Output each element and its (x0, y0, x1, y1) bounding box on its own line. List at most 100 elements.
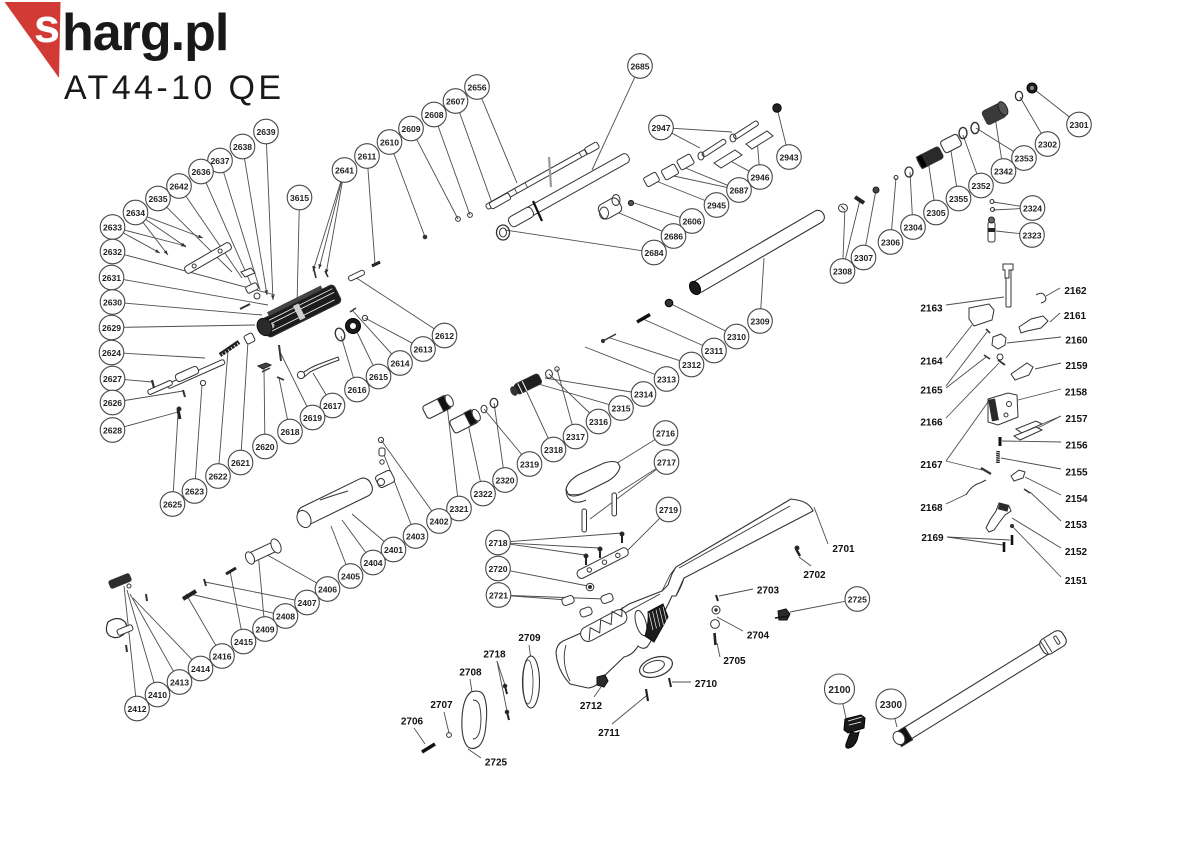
svg-text:2612: 2612 (435, 331, 454, 341)
svg-text:2306: 2306 (881, 238, 900, 248)
svg-text:2301: 2301 (1069, 120, 1088, 130)
svg-text:2709: 2709 (518, 633, 541, 644)
svg-text:2634: 2634 (126, 208, 145, 218)
svg-text:harg.pl: harg.pl (62, 4, 228, 62)
svg-text:2353: 2353 (1014, 154, 1033, 164)
svg-text:2100: 2100 (828, 685, 851, 696)
svg-text:2702: 2702 (803, 570, 826, 581)
svg-text:2635: 2635 (148, 194, 167, 204)
svg-text:2157: 2157 (1065, 414, 1088, 425)
svg-text:2300: 2300 (880, 700, 903, 711)
svg-text:2315: 2315 (611, 404, 630, 414)
svg-text:2310: 2310 (727, 332, 746, 342)
svg-text:2616: 2616 (347, 385, 366, 395)
svg-text:2701: 2701 (832, 544, 855, 555)
svg-text:2160: 2160 (1065, 335, 1088, 346)
svg-text:2618: 2618 (280, 427, 299, 437)
svg-text:2409: 2409 (255, 625, 274, 635)
svg-text:2707: 2707 (430, 700, 453, 711)
svg-text:2355: 2355 (949, 194, 968, 204)
svg-text:2322: 2322 (473, 489, 492, 499)
svg-text:2639: 2639 (256, 127, 275, 137)
svg-text:2642: 2642 (169, 182, 188, 192)
svg-text:2162: 2162 (1064, 286, 1087, 297)
svg-text:2401: 2401 (384, 545, 403, 555)
svg-text:2619: 2619 (303, 413, 322, 423)
svg-text:2413: 2413 (170, 678, 189, 688)
svg-text:2720: 2720 (488, 564, 507, 574)
svg-text:2309: 2309 (750, 317, 769, 327)
svg-text:2324: 2324 (1023, 204, 1042, 214)
svg-text:2710: 2710 (695, 679, 718, 690)
svg-text:2321: 2321 (449, 504, 468, 514)
svg-text:2627: 2627 (103, 374, 122, 384)
svg-text:2169: 2169 (921, 533, 944, 544)
svg-text:2161: 2161 (1064, 311, 1087, 322)
svg-text:2638: 2638 (233, 142, 252, 152)
svg-text:2164: 2164 (920, 356, 943, 367)
svg-text:2314: 2314 (634, 390, 653, 400)
svg-text:2406: 2406 (318, 585, 337, 595)
svg-text:2609: 2609 (401, 124, 420, 134)
svg-text:2614: 2614 (390, 359, 409, 369)
svg-text:2711: 2711 (598, 728, 620, 739)
svg-text:2686: 2686 (664, 232, 683, 242)
svg-text:2626: 2626 (103, 398, 122, 408)
svg-text:2946: 2946 (750, 173, 769, 183)
svg-text:2166: 2166 (920, 417, 943, 428)
svg-text:2705: 2705 (723, 656, 746, 667)
svg-text:AT44-10 QE: AT44-10 QE (64, 69, 284, 107)
svg-text:2703: 2703 (757, 585, 780, 596)
svg-text:2617: 2617 (323, 401, 342, 411)
svg-text:2410: 2410 (148, 690, 167, 700)
svg-text:2623: 2623 (185, 487, 204, 497)
svg-text:2318: 2318 (544, 445, 563, 455)
svg-text:2305: 2305 (926, 208, 945, 218)
svg-text:2158: 2158 (1065, 387, 1088, 398)
svg-text:2405: 2405 (341, 572, 360, 582)
svg-text:2403: 2403 (406, 532, 425, 542)
svg-text:2416: 2416 (212, 652, 231, 662)
svg-text:2308: 2308 (833, 267, 852, 277)
svg-text:s: s (34, 0, 60, 52)
svg-text:2307: 2307 (854, 253, 873, 263)
svg-text:3615: 3615 (290, 193, 309, 203)
svg-text:2167: 2167 (920, 460, 943, 471)
svg-text:2641: 2641 (335, 166, 354, 176)
svg-text:2168: 2168 (920, 503, 943, 514)
svg-text:2637: 2637 (210, 156, 229, 166)
svg-text:2613: 2613 (413, 345, 432, 355)
svg-text:2319: 2319 (520, 460, 539, 470)
svg-text:2152: 2152 (1065, 547, 1088, 558)
svg-text:2608: 2608 (424, 110, 443, 120)
svg-text:2621: 2621 (231, 458, 250, 468)
svg-text:2615: 2615 (369, 372, 388, 382)
svg-text:2718: 2718 (483, 649, 506, 660)
svg-text:2415: 2415 (234, 637, 253, 647)
svg-text:2704: 2704 (747, 630, 770, 641)
svg-text:2620: 2620 (255, 442, 274, 452)
svg-text:2721: 2721 (489, 591, 508, 601)
svg-text:2316: 2316 (589, 417, 608, 427)
svg-text:2159: 2159 (1065, 361, 1088, 372)
svg-text:2407: 2407 (297, 598, 316, 608)
svg-text:2630: 2630 (103, 298, 122, 308)
svg-text:2943: 2943 (779, 153, 798, 163)
svg-text:2320: 2320 (495, 476, 514, 486)
svg-text:2606: 2606 (682, 217, 701, 227)
svg-text:2607: 2607 (446, 97, 465, 107)
svg-text:2317: 2317 (566, 432, 585, 442)
svg-text:2153: 2153 (1065, 520, 1088, 531)
svg-text:2716: 2716 (656, 429, 675, 439)
svg-text:2633: 2633 (103, 223, 122, 233)
svg-text:2151: 2151 (1065, 576, 1088, 587)
svg-text:2414: 2414 (191, 664, 210, 674)
svg-text:2725: 2725 (848, 595, 867, 605)
svg-text:2163: 2163 (920, 303, 943, 314)
svg-text:2402: 2402 (429, 517, 448, 527)
svg-text:2636: 2636 (191, 167, 210, 177)
svg-text:2684: 2684 (644, 248, 663, 258)
svg-text:2156: 2156 (1065, 440, 1088, 451)
svg-text:2611: 2611 (358, 152, 377, 162)
svg-text:2718: 2718 (488, 538, 507, 548)
